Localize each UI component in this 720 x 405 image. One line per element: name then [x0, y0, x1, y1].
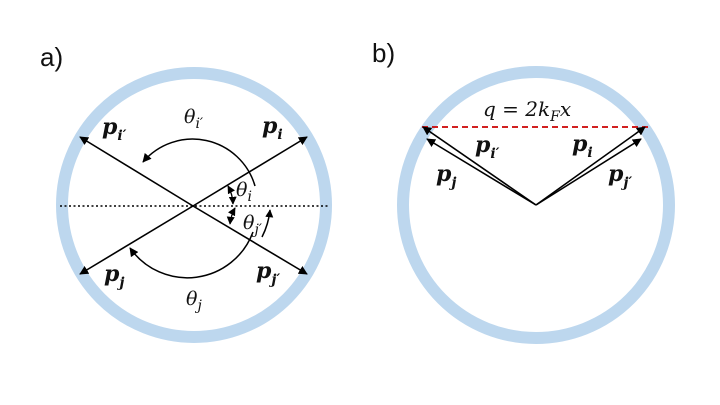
label-p-i-b: pi	[572, 131, 593, 161]
label-theta-i: θi	[236, 179, 252, 205]
panel-b: q = 2kFx pi′ pi pj pj′	[397, 66, 675, 344]
fermi-circle-a	[56, 67, 332, 343]
arc-theta-j-prime-small	[226, 207, 236, 225]
vector-p-i	[192, 136, 308, 207]
vector-p-i-prime	[79, 136, 194, 207]
label-theta-j-prime: θj′	[243, 212, 263, 238]
fermi-circle-b	[397, 66, 675, 344]
label-q-equation: q = 2kFx	[483, 97, 571, 125]
label-theta-i-prime: θi′	[184, 106, 204, 132]
vector-p-j-b	[426, 138, 537, 206]
label-p-j: pj	[104, 261, 124, 291]
label-p-j-prime: pj′	[256, 258, 280, 288]
label-p-i-prime-b: pi′	[475, 132, 500, 162]
panel-a: pi′ pi pj pj′ θi′ θi θj′ θj	[56, 67, 332, 343]
label-p-j-b: pj	[436, 161, 456, 191]
label-p-i: pi	[262, 113, 283, 143]
label-p-j-prime-b: pj′	[608, 161, 632, 191]
vector-p-i-b	[535, 126, 646, 206]
vector-p-j	[79, 205, 194, 275]
arc-theta-j	[129, 231, 254, 279]
panel-label-a: a)	[40, 42, 63, 72]
panel-label-b: b)	[372, 38, 395, 68]
label-p-i-prime: pi′	[102, 114, 127, 144]
label-theta-j: θj	[186, 288, 202, 314]
arc-theta-j-prime-large	[261, 209, 274, 238]
vector-p-i-prime-b	[422, 126, 537, 206]
arc-theta-i	[227, 185, 237, 205]
arc-theta-i-prime	[142, 138, 256, 187]
vector-p-j-prime-b	[535, 138, 642, 206]
